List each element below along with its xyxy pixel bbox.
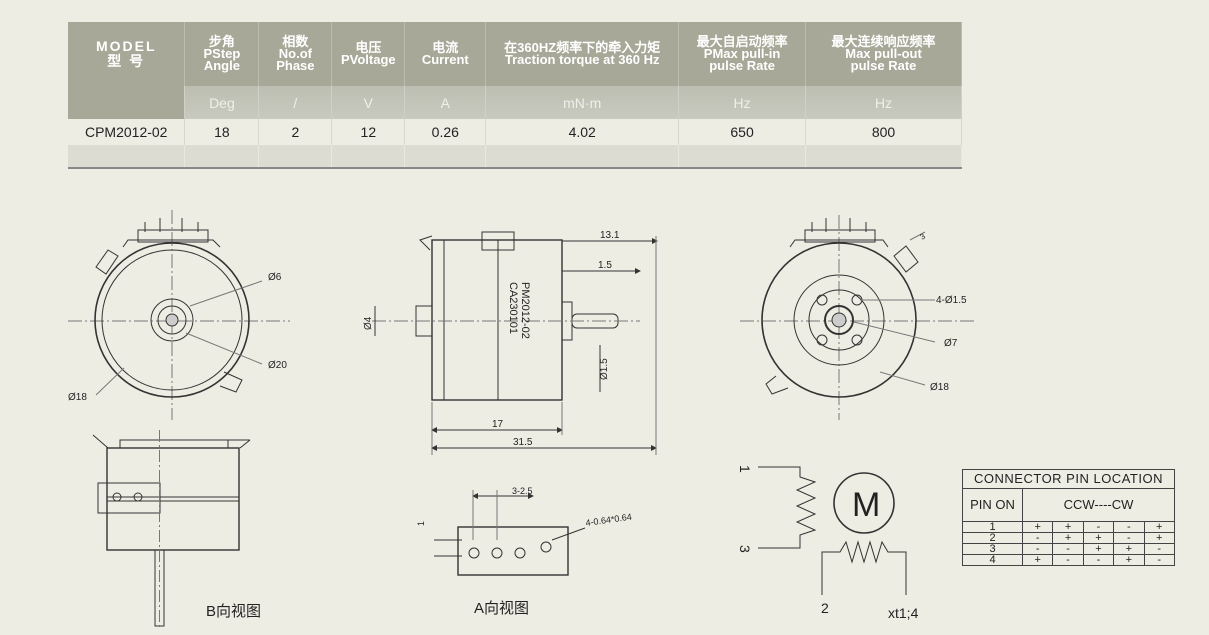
- unit-cell: [68, 86, 186, 119]
- motor-symbol: M: [852, 486, 880, 524]
- dim-1-5: 1.5: [598, 260, 612, 271]
- unit-cell: Hz: [805, 86, 962, 119]
- connector-pin-table: CONNECTOR PIN LOCATION PIN ON CCW----CW …: [962, 469, 1175, 566]
- data-cell: 0.26: [404, 119, 487, 145]
- direction-header: CCW----CW: [1022, 488, 1175, 522]
- a-view: [434, 490, 586, 576]
- dim-1: 1: [416, 521, 426, 526]
- b-view: [92, 430, 251, 630]
- data-cell: 800: [805, 119, 962, 145]
- spec-unit-row: Deg / V A mN·m Hz Hz: [68, 86, 962, 119]
- dim-rear-d18: Ø18: [930, 382, 949, 393]
- dim-d1-5: Ø1.5: [599, 358, 610, 380]
- wire-1: 1: [737, 465, 753, 473]
- dim-d18: Ø18: [68, 392, 87, 403]
- dim-d20: Ø20: [268, 360, 287, 371]
- dim-17: 17: [492, 419, 504, 430]
- dim-3-2-5: 3-2.5: [512, 486, 533, 496]
- a-view-caption: A向视图: [474, 600, 530, 617]
- b-view-caption: B向视图: [206, 603, 262, 620]
- spec-data-row: CPM2012-02 18 2 12 0.26 4.02 650 800: [68, 119, 962, 145]
- side-label-1: PM2012-02: [519, 282, 531, 339]
- dim-0-64: 4-0.64*0.64: [585, 512, 632, 528]
- dim-31-5: 31.5: [513, 437, 533, 448]
- motor-schematic: [758, 466, 907, 595]
- dim-3: 3: [919, 231, 928, 241]
- connector-row: 1 ++ -- +: [962, 521, 1175, 533]
- unit-cell: mN·m: [485, 86, 680, 119]
- pin-on-header: PIN ON: [962, 488, 1023, 522]
- wire-2: 2: [821, 600, 829, 616]
- unit-cell: Deg: [184, 86, 260, 119]
- dim-d6: Ø6: [268, 272, 282, 283]
- connector-table-title: CONNECTOR PIN LOCATION: [962, 469, 1175, 489]
- side-view: [372, 231, 658, 455]
- data-cell: 2: [258, 119, 333, 145]
- spec-empty-row: [68, 145, 962, 169]
- connector-row: 4 +- -+ -: [962, 554, 1175, 566]
- side-label-2: CA230101: [507, 282, 519, 334]
- data-cell: CPM2012-02: [68, 119, 186, 145]
- data-cell: 4.02: [485, 119, 680, 145]
- data-cell: 12: [331, 119, 406, 145]
- unit-cell: /: [258, 86, 333, 119]
- data-cell: 650: [678, 119, 807, 145]
- dim-13-1: 13.1: [600, 230, 620, 241]
- wire-4: xt1;4: [888, 605, 919, 621]
- dim-d4: Ø4: [363, 316, 374, 330]
- unit-cell: A: [404, 86, 487, 119]
- wire-3: 3: [737, 545, 753, 553]
- rear-view: [740, 215, 975, 420]
- front-view: [68, 210, 290, 420]
- unit-cell: V: [331, 86, 406, 119]
- data-cell: 18: [184, 119, 260, 145]
- dim-d7: Ø7: [944, 338, 958, 349]
- connector-row: 2 -+ +- +: [962, 532, 1175, 544]
- dim-4-d1-5: 4-Ø1.5: [936, 295, 967, 306]
- connector-row: 3 -- ++ -: [962, 543, 1175, 555]
- unit-cell: Hz: [678, 86, 807, 119]
